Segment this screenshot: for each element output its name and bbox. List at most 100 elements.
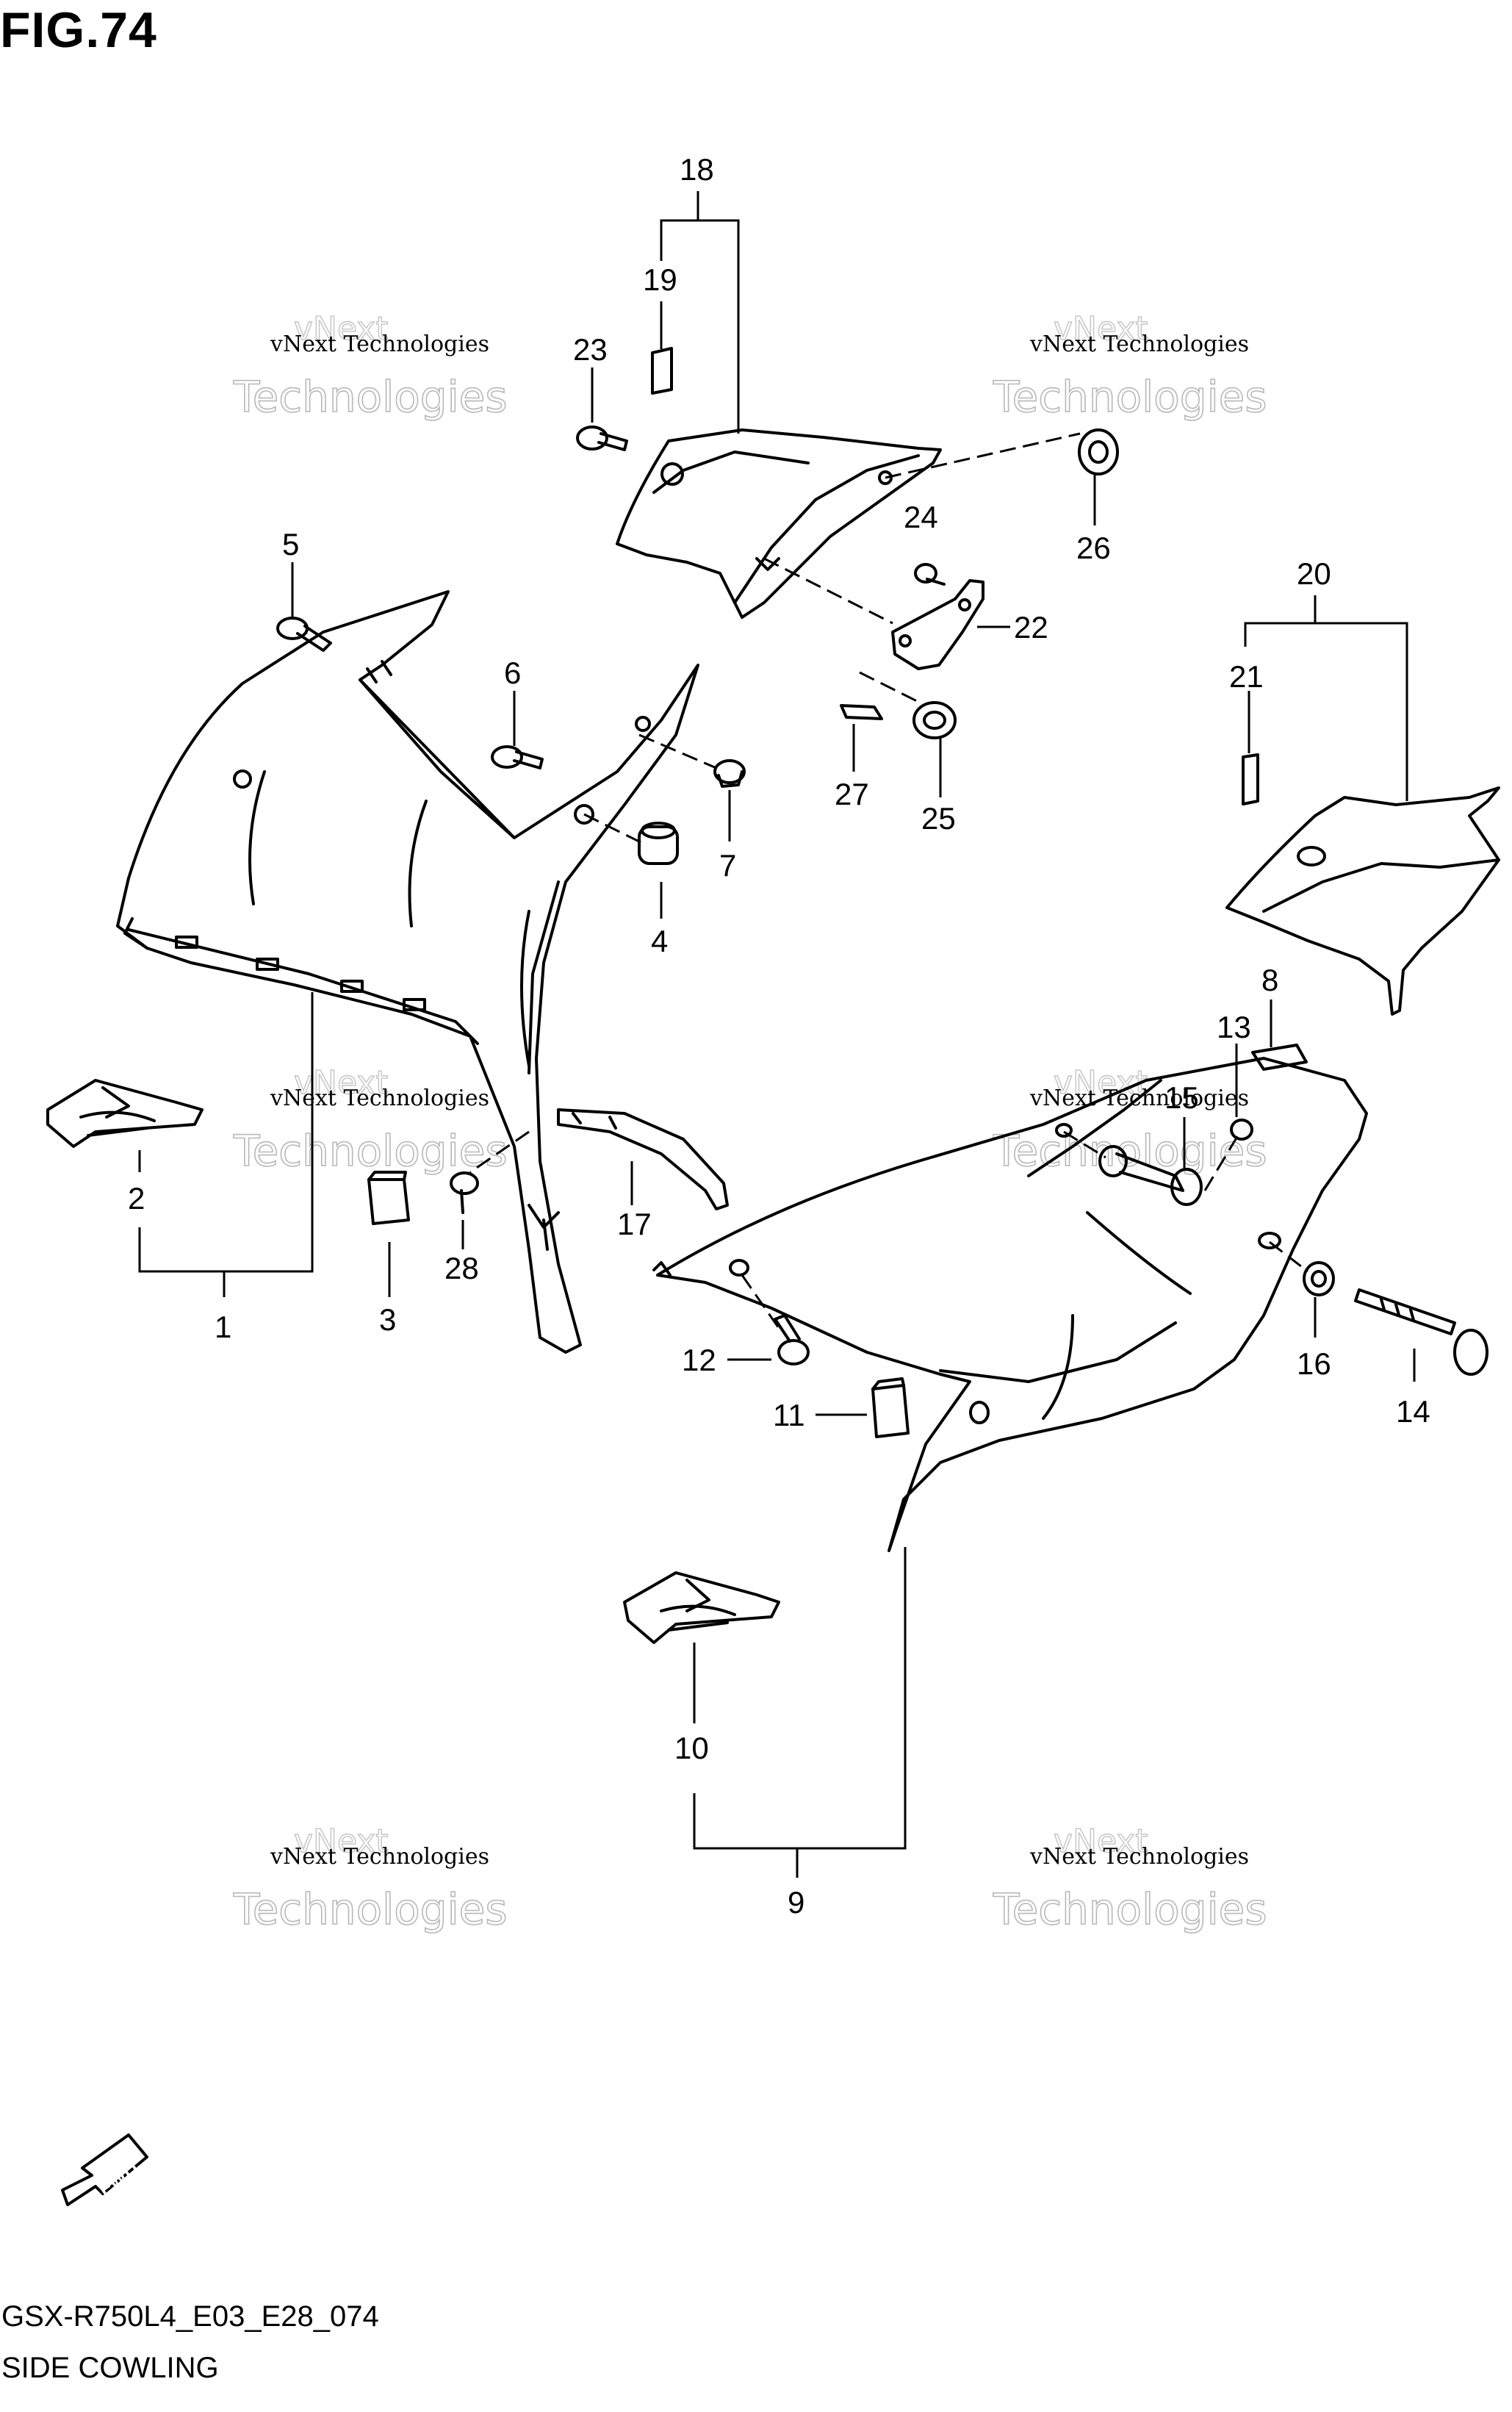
cushion-front: [367, 1171, 410, 1225]
cushion-rear: [871, 1377, 910, 1438]
callout-3: 3: [379, 1302, 396, 1337]
watermark-top-right: vNext vNext Technologies Technologies: [992, 309, 1267, 422]
callout-19: 19: [643, 262, 677, 297]
leader-1: [138, 992, 314, 1273]
callout-17: 17: [617, 1207, 652, 1241]
screw-24: [914, 563, 946, 586]
svg-text:vNext: vNext: [294, 310, 389, 348]
callout-22: 22: [1014, 610, 1048, 645]
callout-2: 2: [128, 1181, 145, 1216]
leader-9: [693, 1547, 907, 1850]
watermark-top-left: vNext vNext Technologies Technologies: [232, 309, 508, 422]
emblem-rear: [623, 1571, 780, 1644]
assembly-line-28: [469, 1130, 530, 1174]
callout-21: 21: [1229, 659, 1264, 694]
leader-20: [1244, 595, 1317, 647]
screw-12: [729, 1259, 810, 1365]
nut-13: [1230, 1119, 1253, 1141]
svg-text:vNext Technologies: vNext Technologies: [270, 331, 489, 357]
bolt-14: [1354, 1288, 1488, 1376]
callout-14: 14: [1396, 1394, 1430, 1429]
callout-23: 23: [573, 332, 608, 367]
strip-17: [557, 1108, 729, 1210]
watermark-mid-left: vNext vNext Technologies Technologies: [232, 1063, 508, 1177]
callout-28: 28: [444, 1251, 479, 1285]
svg-text:Technologies: Technologies: [233, 1884, 508, 1934]
grommet-25: [912, 701, 957, 739]
callout-15: 15: [1164, 1080, 1199, 1115]
leader-20-right: [1315, 622, 1408, 801]
callout-24: 24: [904, 500, 938, 534]
svg-text:Technologies: Technologies: [233, 1126, 508, 1176]
svg-text:vNext Technologies: vNext Technologies: [270, 1844, 489, 1870]
callout-12: 12: [682, 1343, 716, 1377]
svg-text:Technologies: Technologies: [233, 372, 508, 422]
assembly-line-25: [859, 671, 919, 703]
callout-9: 9: [788, 1885, 804, 1920]
svg-text:vNext: vNext: [1054, 1823, 1148, 1860]
svg-text:vNext: vNext: [294, 1064, 389, 1102]
assembly-line-12: [741, 1274, 782, 1331]
svg-text:vNext Technologies: vNext Technologies: [1029, 331, 1249, 357]
fwd-arrow: [61, 2133, 148, 2206]
grommet-26: [1078, 428, 1119, 475]
watermark-bottom-right: vNext vNext Technologies Technologies: [992, 1822, 1267, 1935]
callout-5: 5: [282, 527, 299, 561]
callout-labels: 1 2 3 4 5 6 7 8 9 10 11 12 13 14 15 16 1…: [128, 152, 1430, 1920]
bracket-22: [891, 579, 984, 670]
assembly-line-4: [583, 813, 647, 847]
collar-15: [1098, 1145, 1203, 1206]
svg-text:vNext: vNext: [1054, 310, 1148, 348]
leader-18-right: [698, 219, 740, 434]
callout-27: 27: [835, 777, 869, 811]
label-19: [651, 347, 673, 395]
svg-text:vNext: vNext: [294, 1823, 389, 1860]
emblem-front: [46, 1079, 204, 1148]
nut-7: [713, 759, 746, 788]
callout-10: 10: [674, 1731, 709, 1765]
callout-8: 8: [1261, 963, 1278, 997]
front-side-cowling: [116, 590, 699, 1354]
screw-6: [491, 745, 544, 769]
callout-1: 1: [215, 1310, 231, 1344]
callout-16: 16: [1297, 1346, 1331, 1381]
figure-title: FIG.74: [0, 2, 157, 58]
callout-20: 20: [1297, 556, 1331, 591]
callout-25: 25: [921, 801, 956, 836]
section-name: SIDE COWLING: [1, 2352, 219, 2384]
svg-text:vNext: vNext: [1054, 1064, 1148, 1102]
callout-26: 26: [1076, 531, 1111, 565]
svg-text:vNext Technologies: vNext Technologies: [1029, 1844, 1249, 1870]
assembly-line-7: [638, 733, 717, 769]
screw-23: [576, 426, 628, 451]
pad-27: [840, 704, 883, 720]
watermark-bottom-left: vNext vNext Technologies Technologies: [232, 1822, 508, 1935]
svg-text:Technologies: Technologies: [993, 372, 1267, 422]
callout-4: 4: [651, 924, 668, 958]
callout-13: 13: [1217, 1010, 1251, 1044]
assembly-line-15: [1063, 1130, 1106, 1159]
assembly-line-26: [885, 432, 1081, 479]
callout-7: 7: [719, 848, 736, 883]
svg-text:vNext Technologies: vNext Technologies: [270, 1085, 489, 1111]
assembly-line-16: [1269, 1241, 1308, 1273]
callout-11: 11: [773, 1398, 805, 1432]
assembly-line-13: [1203, 1135, 1239, 1191]
rear-side-cowling: [652, 1057, 1368, 1552]
callout-6: 6: [504, 656, 521, 690]
leader-18: [660, 191, 699, 261]
svg-text:Technologies: Technologies: [993, 1126, 1267, 1176]
model-code: GSX-R750L4_E03_E28_074: [1, 2300, 379, 2333]
svg-text:Technologies: Technologies: [993, 1884, 1267, 1934]
pad-8: [1251, 1044, 1308, 1071]
washer-16: [1303, 1261, 1335, 1296]
screw-5: [276, 617, 332, 652]
spacer-4: [638, 822, 679, 865]
label-21: [1242, 753, 1259, 805]
callout-18: 18: [680, 152, 714, 187]
inner-cover-upper: [616, 428, 942, 619]
side-cowling-cover: [1225, 786, 1500, 1016]
assembly-line-22: [763, 557, 893, 625]
screw-28: [450, 1171, 479, 1214]
